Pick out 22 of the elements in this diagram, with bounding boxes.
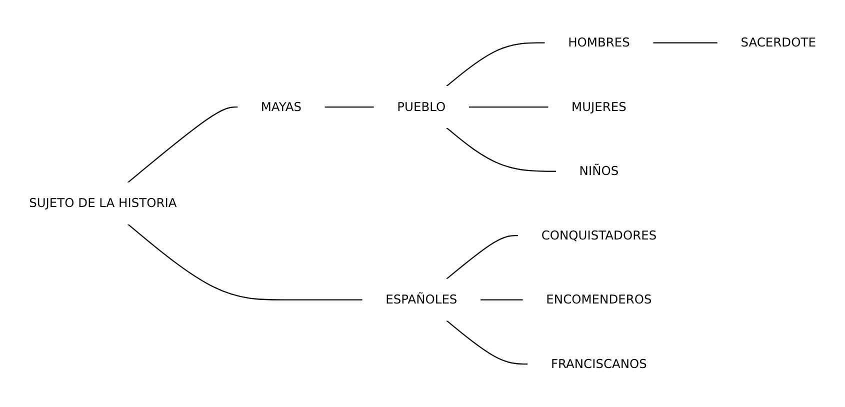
connector: [446, 127, 556, 172]
node-text: MAYAS: [260, 99, 302, 114]
node-text: FRANCISCANOS: [550, 356, 647, 372]
node-text: ESPAÑOLES: [386, 292, 458, 307]
node-text: CONQUISTADORES: [541, 228, 657, 243]
node-text: HOMBRES: [568, 35, 630, 50]
connector: [127, 224, 363, 300]
node-text: NIÑOS: [579, 164, 619, 178]
node-text: ENCOMENDEROS: [546, 292, 652, 307]
node-text: SUJETO DE LA HISTORIA: [29, 196, 177, 210]
connector: [127, 106, 238, 184]
node-text: MUJERES: [572, 99, 626, 114]
connector: [480, 299, 524, 300]
tree-diagram: SUJETO DE LA HISTORIA MAYAS PUEBLO HOMBRES SACERDOTE MUJERES NIÑOS ESPAÑOLES CONQUISTADORES ENCOMENDEROS FRANCISCANOS: [0, 16, 845, 391]
node-text: PUEBLO: [397, 99, 446, 114]
connector: [324, 106, 374, 108]
connector: [446, 235, 518, 280]
node-text: SACERDOTE: [740, 35, 816, 50]
connector: [652, 42, 718, 44]
connector: [446, 320, 528, 365]
connector: [446, 42, 546, 87]
connector: [468, 106, 549, 108]
